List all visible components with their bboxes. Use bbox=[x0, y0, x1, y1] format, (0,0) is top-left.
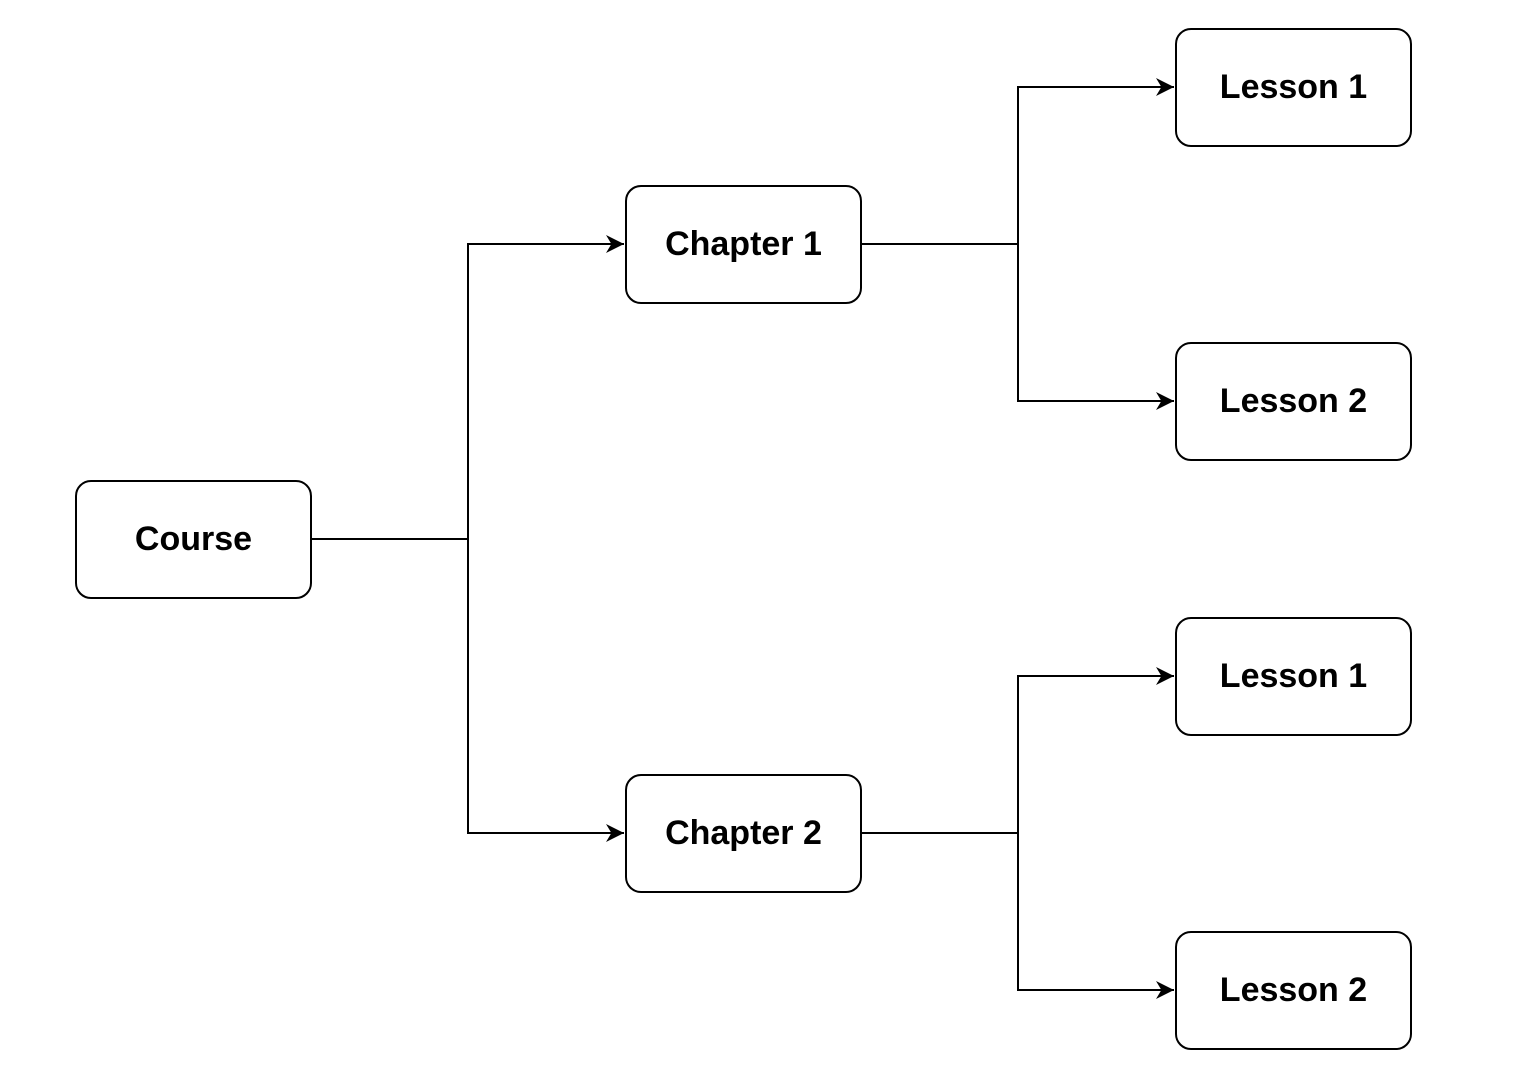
node-course[interactable]: Course bbox=[75, 480, 312, 599]
node-chapter-2-lesson-2[interactable]: Lesson 2 bbox=[1175, 931, 1412, 1050]
node-chapter-1[interactable]: Chapter 1 bbox=[625, 185, 862, 304]
connector-chapter-1-to-lesson-1 bbox=[862, 78, 1174, 245]
connector-course-to-chapter-1 bbox=[312, 235, 624, 540]
connector-chapter-2-to-lesson-2 bbox=[862, 832, 1174, 999]
node-chapter-1-lesson-1[interactable]: Lesson 1 bbox=[1175, 28, 1412, 147]
connector-chapter-1-to-lesson-2 bbox=[862, 243, 1174, 410]
connector-chapter-2-to-lesson-1 bbox=[862, 667, 1174, 834]
node-chapter-2-lesson-1[interactable]: Lesson 1 bbox=[1175, 617, 1412, 736]
connector-course-to-chapter-2 bbox=[312, 538, 624, 842]
node-chapter-1-lesson-2[interactable]: Lesson 2 bbox=[1175, 342, 1412, 461]
node-chapter-2[interactable]: Chapter 2 bbox=[625, 774, 862, 893]
